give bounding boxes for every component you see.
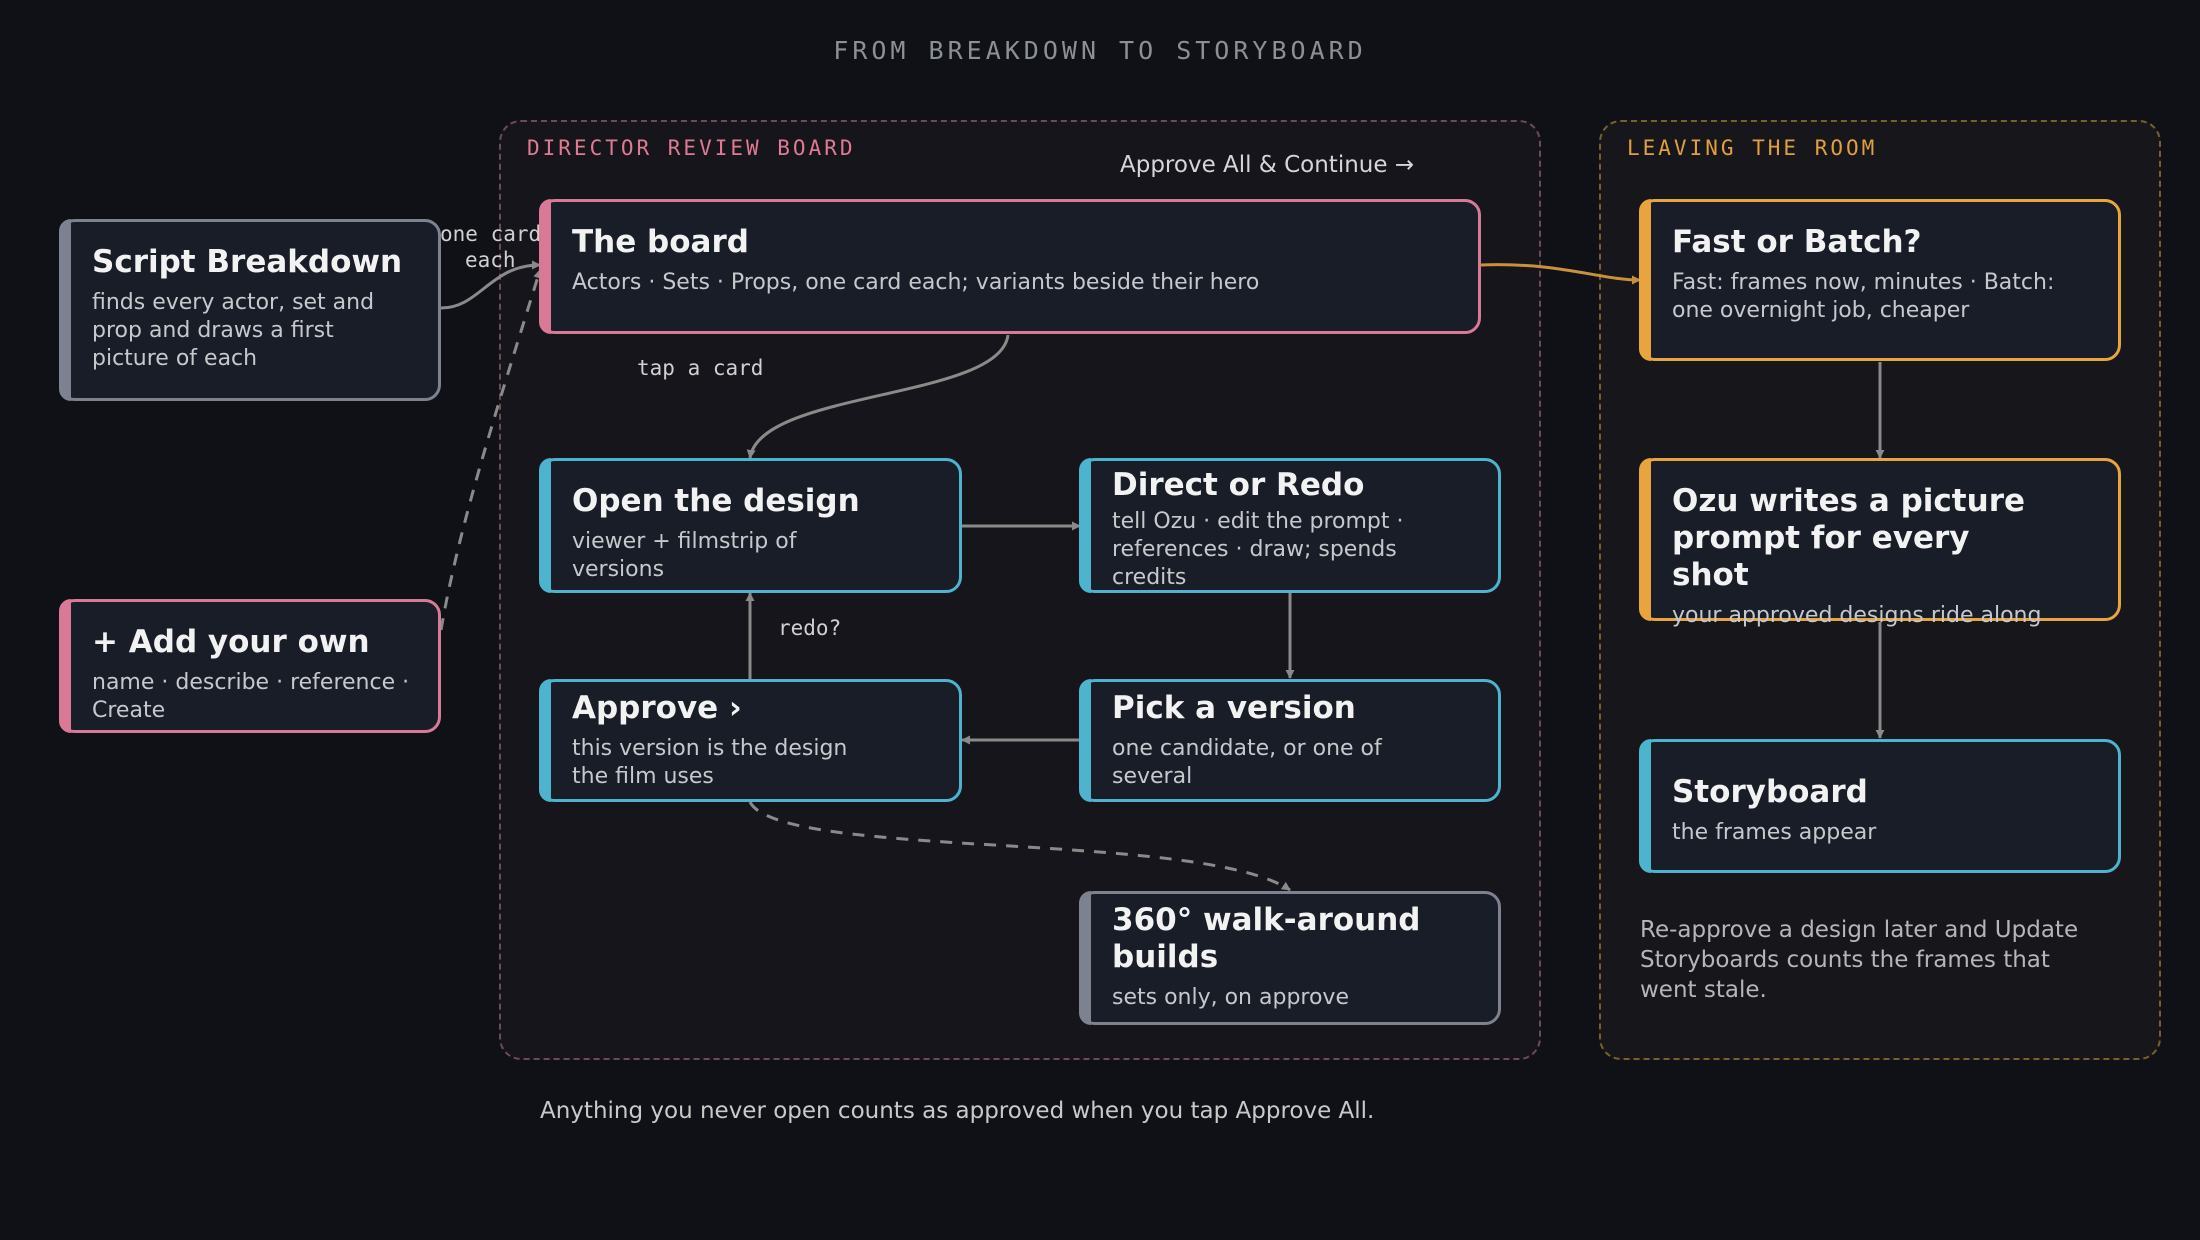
node-the-board[interactable]: The board Actors · Sets · Props, one car… [539,199,1481,334]
edge-board-to-open [746,334,1010,459]
node-title: + Add your own [92,624,370,660]
node-title: Fast or Batch? [1672,224,1922,260]
node-title: The board [572,224,749,260]
node-desc: finds every actor, set and prop and draw… [92,290,375,371]
node-walkaround[interactable]: 360° walk-around builds sets only, on ap… [1079,891,1501,1025]
edge-label-tap-card: tap a card [637,356,764,380]
node-title: Approve › [572,690,742,726]
node-desc: the frames appear [1672,820,1877,845]
node-pick-version[interactable]: Pick a version one candidate, or one of … [1079,679,1501,802]
node-title: Script Breakdown [92,244,403,280]
edge-label-redo: redo? [778,616,842,640]
node-add-your-own[interactable]: + Add your own name · describe · referen… [59,599,441,733]
node-desc: your approved designs ride along [1672,603,2042,628]
node-title: 360° walk-around builds [1112,902,1421,975]
node-title: Ozu writes a picture prompt for every sh… [1672,483,2026,593]
node-desc: tell Ozu · edit the prompt · references … [1112,509,1404,590]
node-approve[interactable]: Approve › this version is the design the… [539,679,962,802]
diagram-title: FROM BREAKDOWN TO STORYBOARD [833,36,1367,65]
node-title: Open the design [572,483,860,519]
review-board-label: DIRECTOR REVIEW BOARD [527,136,856,160]
node-desc: viewer + filmstrip of versions [572,529,797,582]
footnote: Anything you never open counts as approv… [540,1098,1375,1124]
edge-approve-to-walkaround [748,801,1291,892]
node-fast-or-batch[interactable]: Fast or Batch? Fast: frames now, minutes… [1639,199,2121,361]
node-desc: sets only, on approve [1112,985,1349,1010]
leaving-room-label: LEAVING THE ROOM [1627,136,1878,160]
leaving-room-note: Re-approve a design later and Update Sto… [1640,917,2079,1003]
node-desc: name · describe · reference · Create [92,670,410,723]
node-desc: this version is the design the film uses [572,736,848,789]
approve-all-continue-link[interactable]: Approve All & Continue → [1120,152,1415,178]
node-desc: Actors · Sets · Props, one card each; va… [572,270,1260,295]
edge-board-to-fast [1480,263,1641,285]
node-ozu-writes[interactable]: Ozu writes a picture prompt for every sh… [1639,458,2121,628]
node-desc: one candidate, or one of several [1112,736,1382,789]
node-direct-redo[interactable]: Direct or Redo tell Ozu · edit the promp… [1079,458,1501,593]
edge-label-each: each [465,248,516,272]
node-desc: Fast: frames now, minutes · Batch: one o… [1672,270,2055,323]
node-title: Storyboard [1672,774,1868,810]
node-storyboard[interactable]: Storyboard the frames appear [1639,739,2121,873]
edge-label-one-card: one card [440,222,542,246]
node-open-design[interactable]: Open the design viewer + filmstrip of ve… [539,458,962,593]
edge-add-to-board [439,269,542,631]
node-script-breakdown[interactable]: Script Breakdown finds every actor, set … [59,219,441,401]
node-title: Pick a version [1112,690,1356,726]
node-title: Direct or Redo [1112,467,1365,503]
edge-breakdown-to-board [440,260,541,310]
